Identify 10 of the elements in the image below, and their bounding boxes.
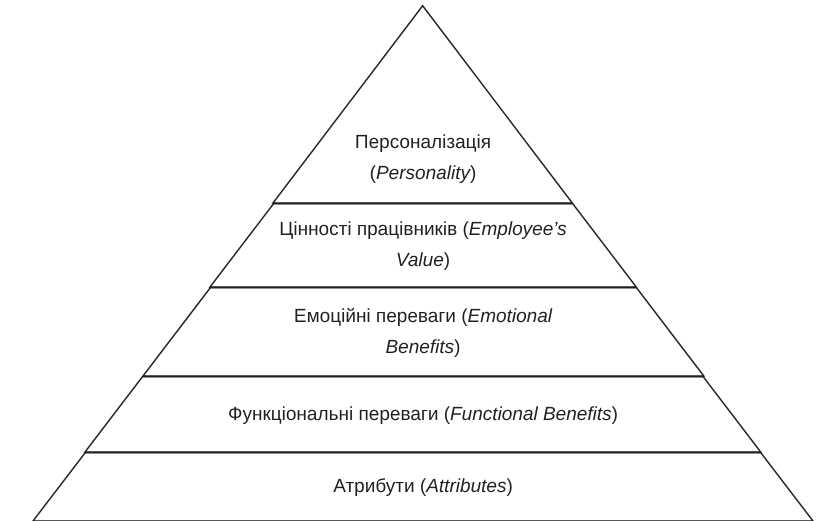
- pyramid-level: [33, 452, 813, 521]
- level-label: Емоційні переваги (Emotional Benefits): [292, 304, 554, 360]
- level-label: Персоналізація (Personality): [354, 131, 492, 186]
- level-label: Функціональні переваги (Functional Benefits): [228, 402, 618, 426]
- pyramid-level: [142, 287, 704, 376]
- level-label: Цінності працівників (Employee’s Value): [278, 218, 568, 273]
- pyramid-level: [273, 5, 573, 203]
- level-label: Атрибути (Attributes): [333, 475, 513, 499]
- pyramid-level: [85, 376, 761, 452]
- pyramid-level: [210, 203, 636, 287]
